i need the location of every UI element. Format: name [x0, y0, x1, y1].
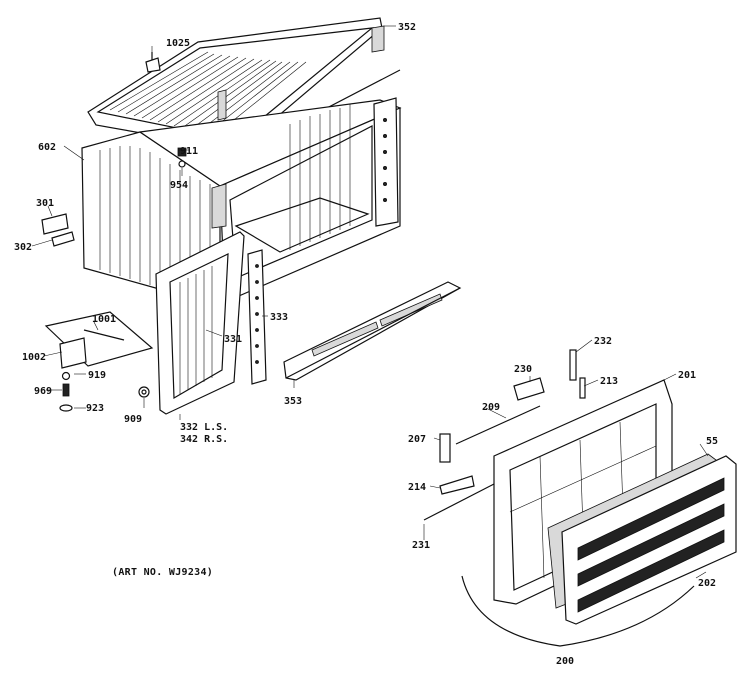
label-301: 301 — [36, 198, 54, 209]
label-213: 213 — [600, 376, 618, 387]
label-923: 923 — [86, 403, 104, 414]
label-333: 333 — [270, 312, 288, 323]
brace-200 — [461, 575, 695, 647]
bracket-301-302 — [41, 213, 75, 247]
label-1025: 1025 — [166, 38, 190, 49]
label-911: 911 — [180, 146, 198, 157]
art-number: (ART NO. WJ9234) — [112, 567, 213, 578]
label-232: 232 — [594, 336, 612, 347]
clip-1025 — [145, 52, 161, 73]
label-331: 331 — [224, 334, 242, 345]
label-214: 214 — [408, 482, 426, 493]
leader-lines — [31, 25, 709, 579]
mounting-bracket-1001 — [44, 311, 154, 369]
cabinet-shell — [81, 97, 402, 303]
bottom-channel-353 — [283, 281, 462, 381]
screw-911-954 — [177, 147, 187, 168]
label-954: 954 — [170, 180, 188, 191]
label-353: 353 — [284, 396, 302, 407]
side-curtain-frame — [155, 231, 245, 415]
label-207: 207 — [408, 434, 426, 445]
label-1002: 1002 — [22, 352, 46, 363]
top-grille-frame — [87, 17, 401, 151]
label-202: 202 — [698, 578, 716, 589]
label-55: 55 — [706, 436, 718, 447]
label-332-ls: 332 L.S. — [180, 422, 228, 433]
side-rail-333 — [247, 249, 267, 385]
label-201: 201 — [678, 370, 696, 381]
label-919: 919 — [88, 370, 106, 381]
label-200: 200 — [556, 656, 574, 667]
label-352: 352 — [398, 22, 416, 33]
label-230: 230 — [514, 364, 532, 375]
label-602: 602 — [38, 142, 56, 153]
label-302: 302 — [14, 242, 32, 253]
label-342-rs: 342 R.S. — [180, 434, 228, 445]
washer-909 — [138, 386, 150, 398]
label-909: 909 — [124, 414, 142, 425]
label-969: 969 — [34, 386, 52, 397]
louver-parts-230-232-213-209-207-214-231 — [423, 349, 586, 521]
bolt-assembly-969-919-923 — [59, 371, 73, 412]
label-1001: 1001 — [92, 314, 116, 325]
label-231: 231 — [412, 540, 430, 551]
grille-202 — [561, 455, 737, 625]
label-209: 209 — [482, 402, 500, 413]
